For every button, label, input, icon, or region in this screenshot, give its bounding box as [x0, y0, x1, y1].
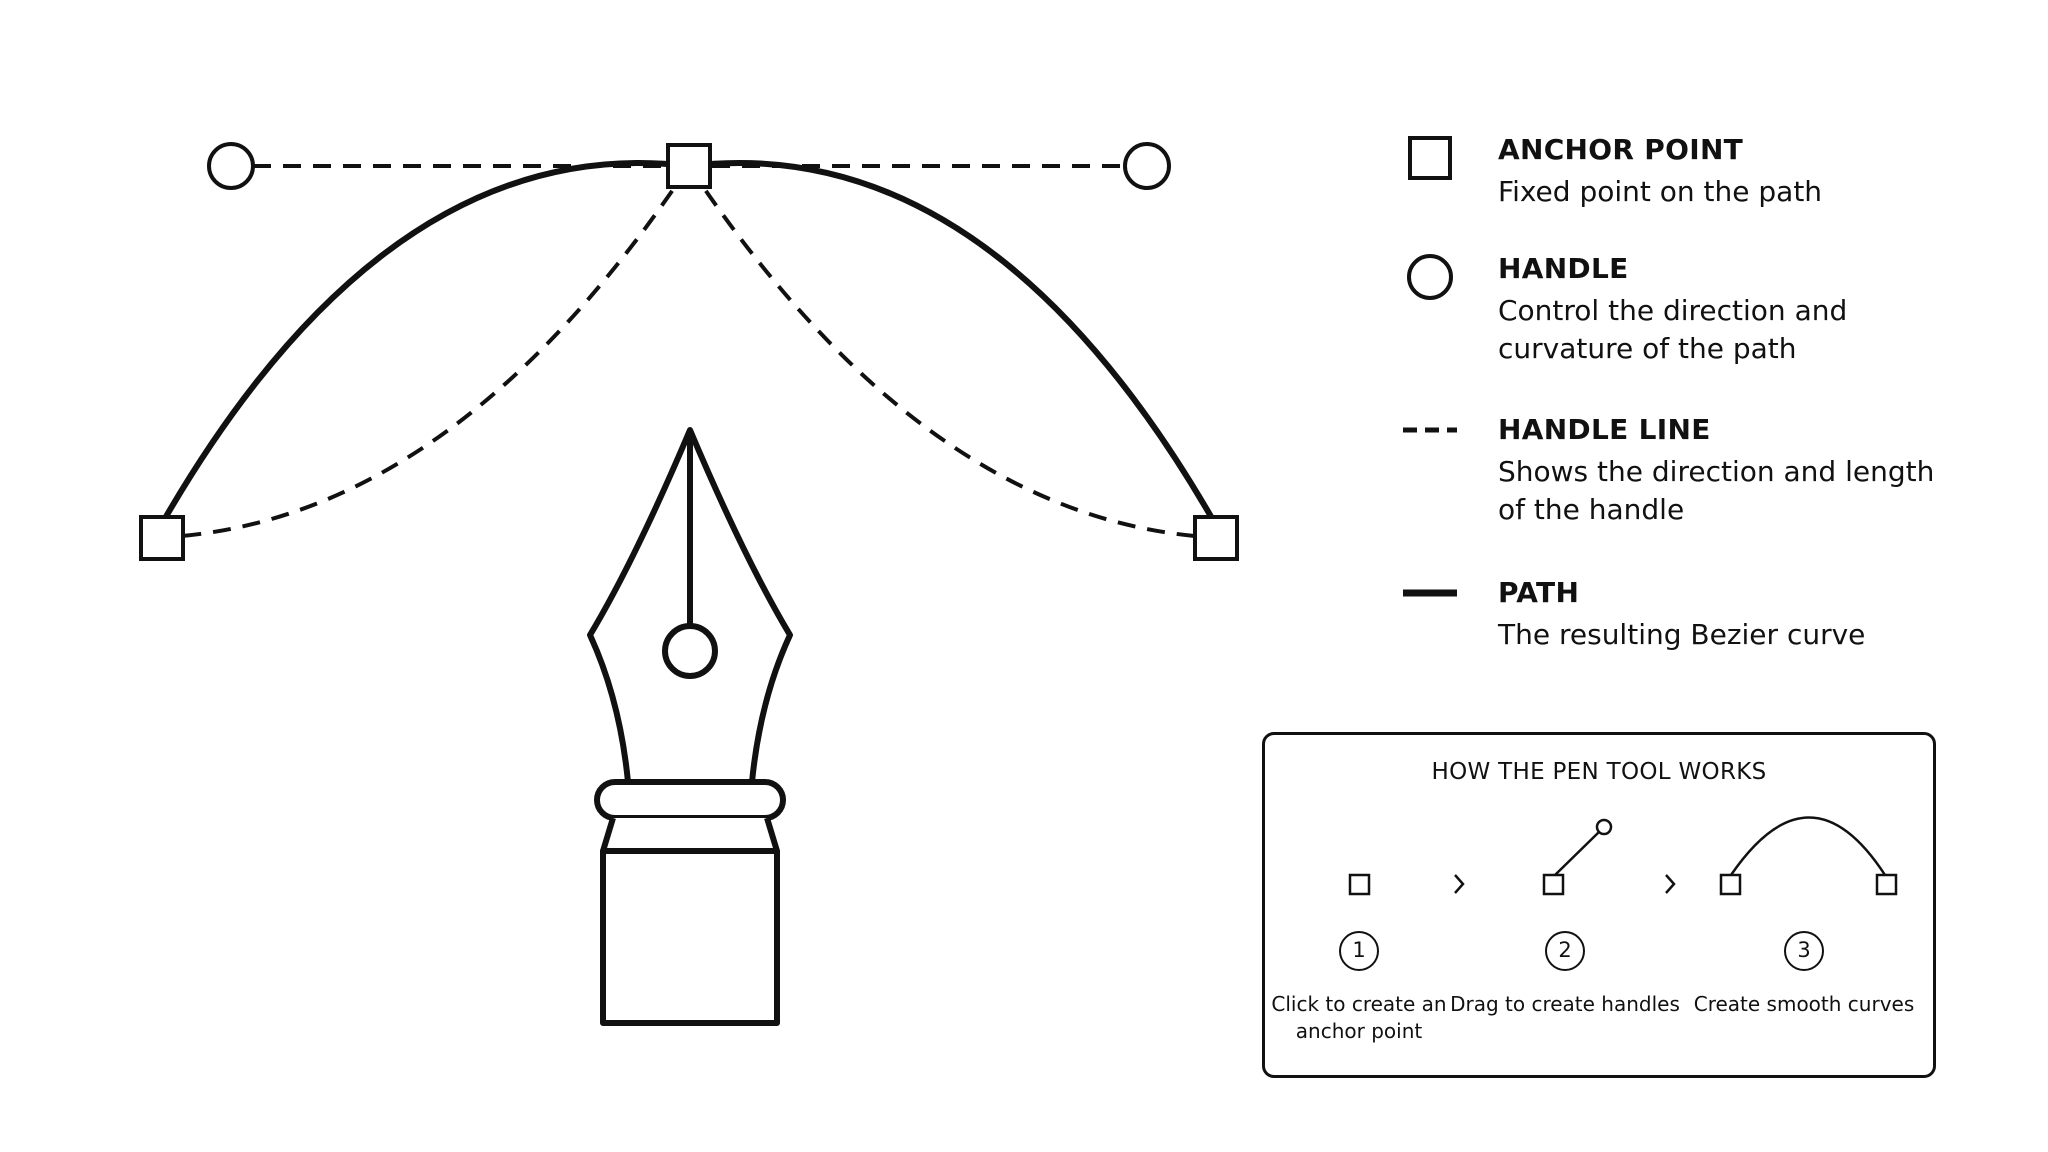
step-1-label: Click to create an anchor point — [1271, 992, 1447, 1043]
step-3-label: Create smooth curves — [1693, 992, 1915, 1016]
legend-description: The resulting Bezier curve — [1498, 618, 1866, 651]
legend-title: ANCHOR POINT — [1498, 133, 1744, 166]
handle-curve-left — [181, 164, 691, 538]
handle-right[interactable] — [1123, 142, 1171, 190]
legend-description: Control the direction and curvature of t… — [1498, 294, 1848, 365]
pen-nib-icon — [587, 427, 793, 1026]
solid-line-icon — [1403, 589, 1457, 597]
legend-description: Fixed point on the path — [1498, 175, 1823, 208]
circle-icon — [1407, 254, 1453, 300]
handle-left[interactable] — [207, 142, 255, 190]
how-it-works-title: HOW THE PEN TOOL WORKS — [1431, 759, 1767, 785]
anchor-point-right[interactable] — [1193, 515, 1239, 561]
legend-title: HANDLE LINE — [1498, 413, 1711, 446]
anchor-point-top[interactable] — [666, 143, 712, 189]
step-3-number: 3 — [1784, 931, 1824, 971]
steps-illustration — [1348, 816, 1898, 896]
dashed-line-icon — [1403, 427, 1457, 433]
step-2-number: 2 — [1545, 931, 1585, 971]
arrow-icon — [1454, 874, 1465, 894]
legend-description: Shows the direction and length of the ha… — [1498, 455, 1935, 526]
step-3-curve-icon — [1729, 816, 1887, 876]
step-2-label: Drag to create handles — [1450, 992, 1680, 1016]
how-it-works-panel: HOW THE PEN TOOL WORKS 1 Click to create… — [1262, 732, 1936, 1078]
legend-title: HANDLE — [1498, 252, 1629, 285]
arrow-icon — [1665, 874, 1676, 894]
step-1-number: 1 — [1339, 931, 1379, 971]
legend-title: PATH — [1498, 576, 1580, 609]
step-2-handle-icon — [1595, 818, 1613, 836]
anchor-point-left[interactable] — [139, 515, 185, 561]
square-icon — [1408, 136, 1452, 180]
step-2-anchor-icon — [1542, 873, 1565, 896]
step-1-anchor-icon — [1348, 873, 1371, 896]
